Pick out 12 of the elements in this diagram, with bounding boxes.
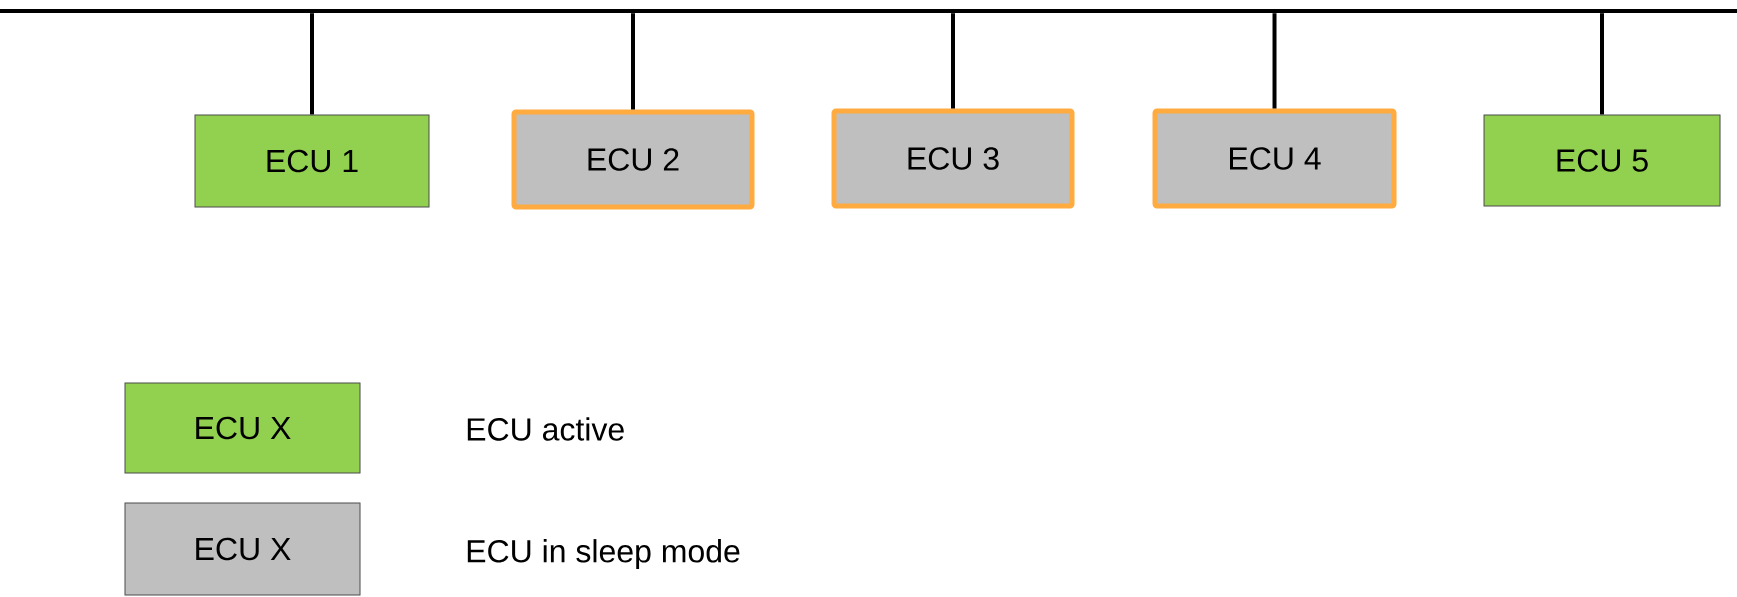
connector-line: [1600, 13, 1604, 115]
connector-line: [951, 13, 955, 109]
connector-line: [310, 13, 314, 115]
legend-text: ECU active: [467, 417, 624, 441]
connector-line: [1272, 13, 1277, 109]
connector-line: [631, 13, 635, 110]
ecu-box: ECU 2: [511, 109, 755, 210]
ecu-box: ECU 4: [1152, 108, 1397, 209]
ecu-box: ECU 3: [831, 108, 1075, 209]
ecu-box: ECU 5: [1483, 114, 1721, 207]
legend-text: ECU in sleep mode: [467, 539, 740, 569]
ecu-box: ECU 1: [194, 114, 430, 208]
